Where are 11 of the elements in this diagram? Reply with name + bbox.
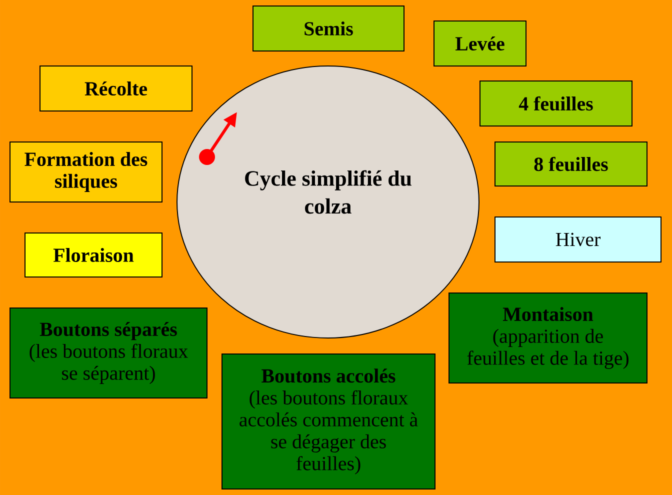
stage-box: Montaison (apparition de feuilles et de la tige) <box>448 292 648 384</box>
stage-box: Boutons accolés (les boutons floraux accolés commencent à se dégager des feuilles) <box>222 354 436 490</box>
stage-box: Floraison <box>24 232 162 278</box>
stage-box: Formation des siliques <box>10 142 162 202</box>
stage-box: Récolte <box>40 66 192 112</box>
stage-box: Boutons séparés (les boutons floraux se séparent) <box>10 308 208 398</box>
stage-box: 4 feuilles <box>480 80 632 126</box>
stage-box: Hiver <box>494 216 662 262</box>
stage-box: 8 feuilles <box>494 142 648 186</box>
stage-box: Levée <box>434 20 526 66</box>
stage-box: Semis <box>252 6 404 52</box>
